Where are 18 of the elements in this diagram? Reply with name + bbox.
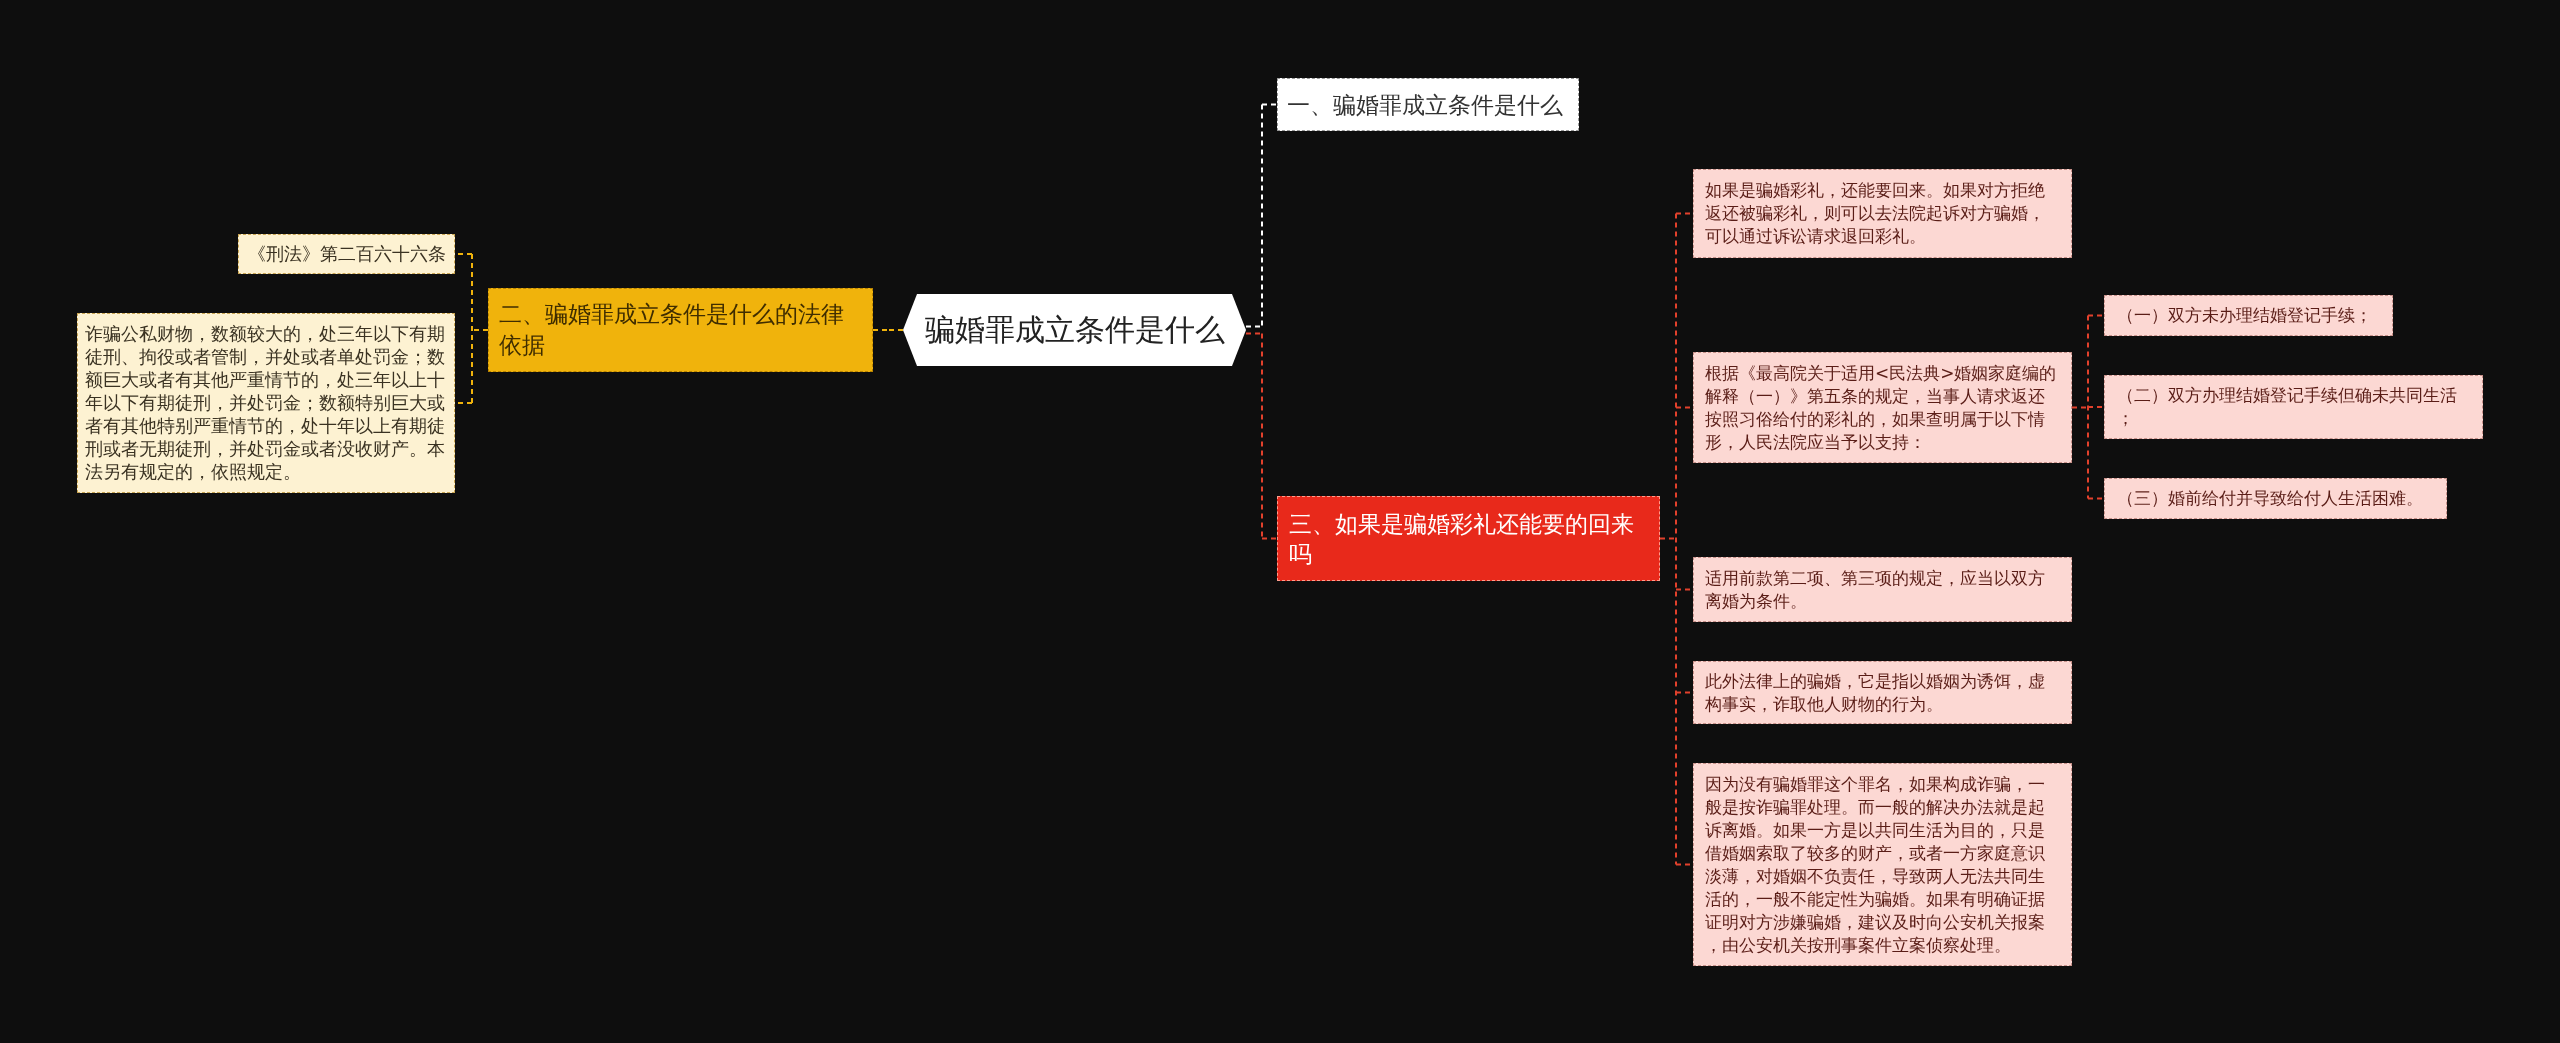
note-box: 如果是骗婚彩礼，还能要回来。如果对方拒绝返还被骗彩礼，则可以去法院起诉对方骗婚，可以通过诉讼请求退回彩礼。 bbox=[1693, 169, 2072, 258]
connector-line bbox=[1245, 332, 1278, 540]
branch-box: 二、骗婚罪成立条件是什么的法律依据 bbox=[488, 288, 873, 372]
note-box: （三）婚前给付并导致给付人生活困难。 bbox=[2104, 478, 2447, 519]
connector-line bbox=[2071, 314, 2105, 500]
note-box: 根据《最高院关于适用<民法典>婚姻家庭编的解释（一）》第五条的规定，当事人请求返还按照习俗给付的彩礼的，如果查明属于以下情形，人民法院应当予以支持： bbox=[1693, 352, 2072, 463]
note-box: 诈骗公私财物，数额较大的，处三年以下有期徒刑、拘役或者管制，并处或者单处罚金；数额巨大或者有其他严重情节的，处三年以上十年以下有期徒刑，并处罚金；数额特别巨大或者有其他特别严重情节的，处十年以上有期徒刑或者无期徒刑，并处罚金或者没收财产。本法另有规定的，依照规定。 bbox=[77, 313, 455, 493]
topic-hexagon: 骗婚罪成立条件是什么 bbox=[903, 294, 1246, 366]
note-box: 适用前款第二项、第三项的规定，应当以双方离婚为条件。 bbox=[1693, 557, 2072, 622]
note-box: 《刑法》第二百六十六条 bbox=[238, 234, 455, 274]
note-box: 因为没有骗婚罪这个罪名，如果构成诈骗，一般是按诈骗罪处理。而一般的解决办法就是起诉离婚。如果一方是以共同生活为目的，只是借婚姻索取了较多的财产，或者一方家庭意识淡薄，对婚姻不负责任，导致两人无法共同生活的，一般不能定性为骗婚。如果有明确证据证明对方涉嫌骗婚，建议及时向公安机关报案，由公安机关按刑事案件立案侦察处理。 bbox=[1693, 763, 2072, 966]
branch-box: 三、如果是骗婚彩礼还能要的回来吗 bbox=[1277, 496, 1660, 581]
note-box: （一）双方未办理结婚登记手续； bbox=[2104, 295, 2393, 336]
connector-line bbox=[872, 329, 904, 331]
connector-line bbox=[1245, 103, 1278, 328]
note-box: 此外法律上的骗婚，它是指以婚姻为诱饵，虚构事实，诈取他人财物的行为。 bbox=[1693, 661, 2072, 724]
note-box: （二）双方办理结婚登记手续但确未共同生活； bbox=[2104, 375, 2483, 439]
branch-box: 一、骗婚罪成立条件是什么 bbox=[1277, 78, 1579, 131]
